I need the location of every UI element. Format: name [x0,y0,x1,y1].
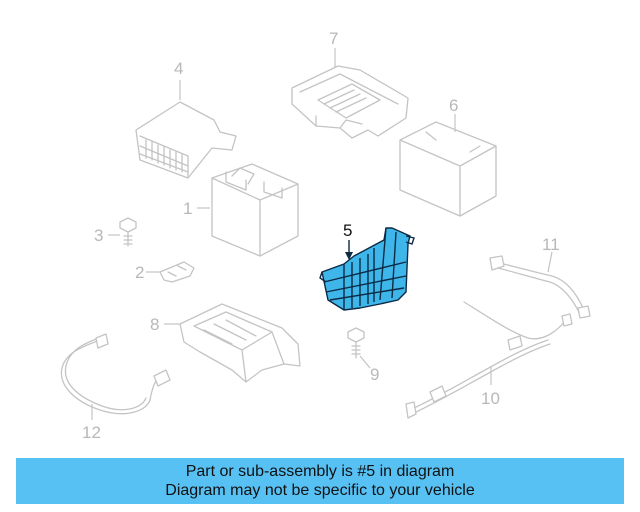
part-3-bolt[interactable]: 3 [94,217,137,247]
callout-8: 8 [150,315,159,334]
part-1-battery[interactable]: 1 [183,163,299,257]
part-8-battery-tray[interactable]: 8 [150,303,301,383]
callout-12: 12 [82,423,101,442]
callout-4: 4 [174,59,183,78]
callout-6: 6 [449,96,458,115]
callout-9: 9 [370,365,379,384]
part-11-positive-cable[interactable]: 11 [489,235,591,319]
part-6-battery-box[interactable]: 6 [399,96,497,217]
callout-10: 10 [481,389,500,408]
part-9-bolt[interactable]: 9 [347,327,379,384]
callout-5: 5 [343,221,352,240]
info-banner: Part or sub-assembly is #5 in diagram Di… [16,458,624,504]
callout-11: 11 [542,235,560,254]
banner-line-2: Diagram may not be specific to your vehi… [165,482,475,499]
callout-2: 2 [135,263,144,282]
part-12-negative-cable[interactable]: 12 [60,333,171,442]
callout-3: 3 [94,226,103,245]
part-7-engine-cover[interactable]: 7 [291,29,409,139]
callout-7: 7 [329,29,338,48]
part-5-highlighted[interactable]: 5 [319,221,415,311]
part-4-battery-shield[interactable]: 4 [135,59,237,179]
parts-diagram: 7 6 4 1 3 2 [60,29,591,442]
banner-line-1: Part or sub-assembly is #5 in diagram [185,463,455,480]
callout-1: 1 [183,199,192,218]
part-2-bracket[interactable]: 2 [135,261,195,283]
part-10-wiring-harness[interactable]: 10 [405,301,573,419]
